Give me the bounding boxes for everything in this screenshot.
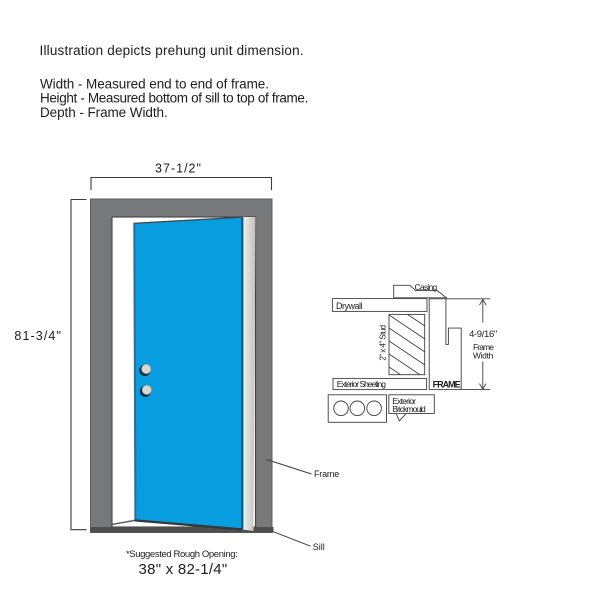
svg-text:Width: Width [473,350,494,360]
svg-text:37-1/2": 37-1/2" [155,162,202,176]
svg-text:*Suggested Rough Opening:: *Suggested Rough Opening: [126,549,237,560]
svg-text:Exterior: Exterior [392,396,416,406]
svg-text:FRAME: FRAME [433,379,461,389]
svg-text:Sill: Sill [313,542,325,552]
svg-text:Drywall: Drywall [336,301,363,311]
svg-text:Exterior Sheeting: Exterior Sheeting [337,379,386,389]
svg-text:Frame: Frame [314,469,339,479]
svg-text:Depth - Frame Width.: Depth - Frame Width. [40,105,168,120]
svg-text:Height - Measured bottom of si: Height - Measured bottom of sill to top … [40,91,308,106]
svg-text:Illustration depicts prehung u: Illustration depicts prehung unit dimens… [40,43,304,58]
svg-text:4-9/16": 4-9/16" [469,329,497,340]
svg-text:81-3/4": 81-3/4" [14,329,62,343]
svg-text:Width - Measured end to end of: Width - Measured end to end of frame. [40,77,269,92]
svg-text:2" x 4" Stud: 2" x 4" Stud [378,325,387,360]
svg-text:Brickmould: Brickmould [392,404,426,414]
svg-text:38" x 82-1/4": 38" x 82-1/4" [139,561,228,578]
svg-text:Frame: Frame [473,342,494,352]
svg-text:Casing: Casing [415,282,438,292]
